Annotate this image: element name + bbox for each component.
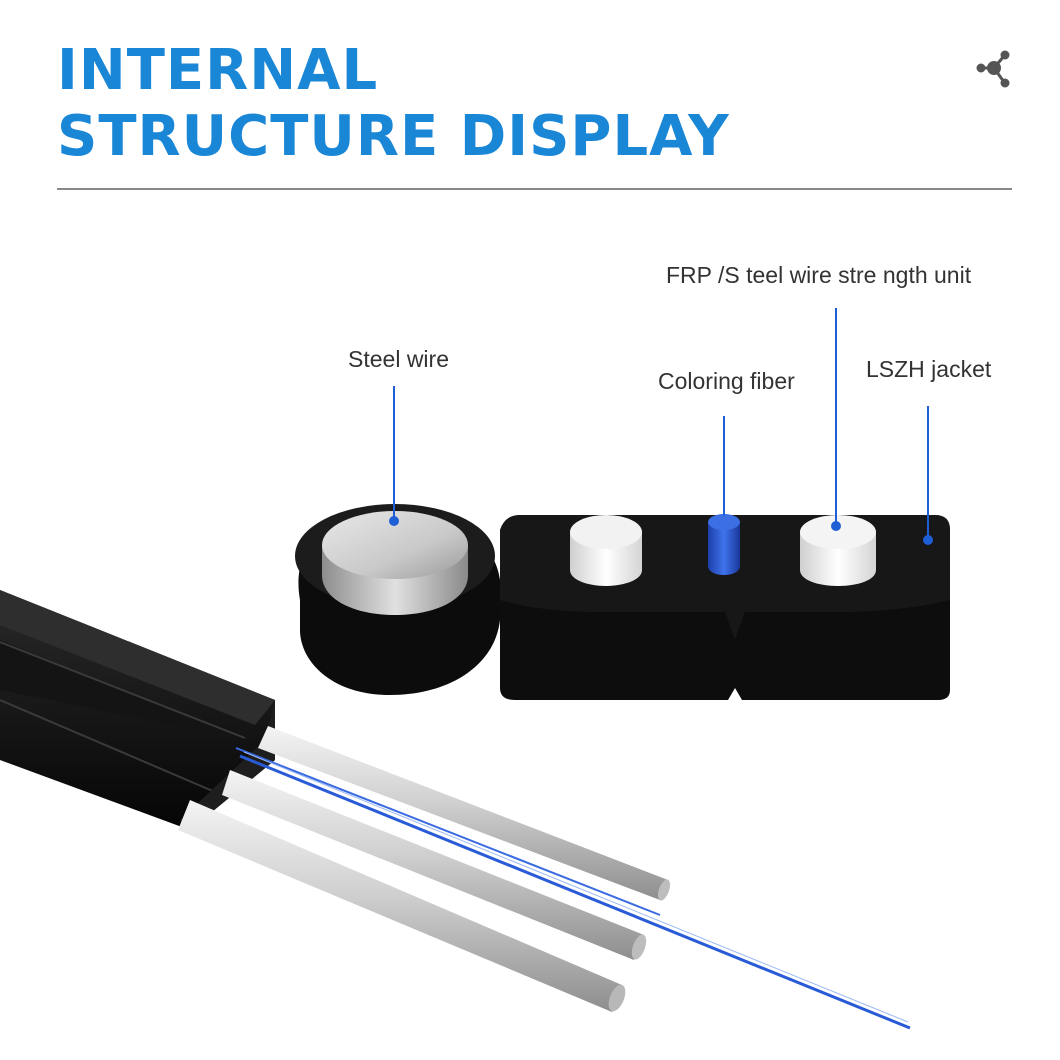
pointer-strength-unit <box>831 308 841 531</box>
title-line-2: STRUCTURE DISPLAY <box>57 104 730 169</box>
label-coloring-fiber: Coloring fiber <box>658 368 795 394</box>
pointer-jacket <box>923 406 933 545</box>
drop-cable <box>0 590 911 1030</box>
pointer-steel-wire <box>389 386 399 526</box>
label-jacket: LSZH jacket <box>866 356 992 382</box>
cross-section <box>295 504 950 700</box>
page-title: INTERNAL STRUCTURE DISPLAY <box>57 38 730 170</box>
share-icon[interactable] <box>972 46 1016 90</box>
label-strength-unit: FRP /S teel wire stre ngth unit <box>666 262 972 288</box>
label-steel-wire: Steel wire <box>348 346 449 372</box>
title-line-1: INTERNAL <box>57 38 379 103</box>
header-divider <box>57 188 1012 190</box>
